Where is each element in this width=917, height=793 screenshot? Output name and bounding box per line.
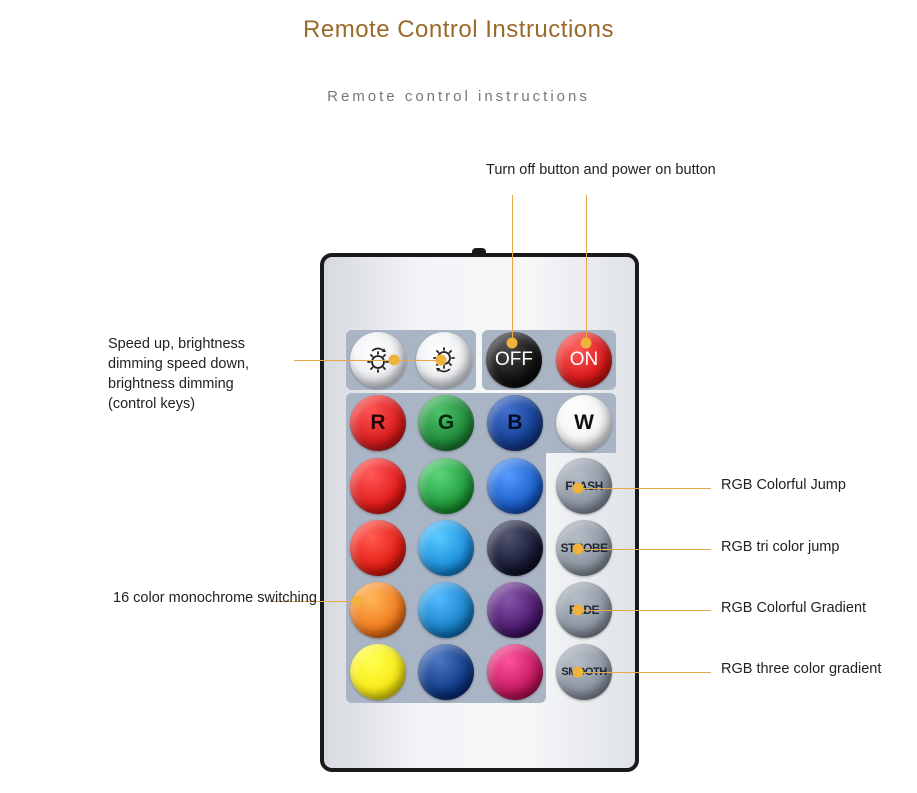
color-button-r2-c3[interactable] xyxy=(487,520,543,576)
callout-line-speed xyxy=(294,360,444,361)
page-subtitle: Remote control instructions xyxy=(327,88,590,105)
callout-line-flash xyxy=(578,488,711,489)
flash-button[interactable]: FLASH xyxy=(556,458,612,514)
callout-dot-off xyxy=(506,337,518,349)
color-button-r4-c2[interactable] xyxy=(418,644,474,700)
color-button-r2-c1[interactable] xyxy=(350,520,406,576)
color-button-r3-c1[interactable] xyxy=(350,582,406,638)
callout-line-off xyxy=(512,195,513,340)
color-button-r4-c3[interactable] xyxy=(487,644,543,700)
strobe-button[interactable]: STROBE xyxy=(556,520,612,576)
color-button-r2-c2[interactable] xyxy=(418,520,474,576)
color-button-r3-c2[interactable] xyxy=(418,582,474,638)
callout-dot-brightness-up xyxy=(388,354,400,366)
blue-button[interactable]: B xyxy=(487,395,543,451)
label-smooth: RGB three color gradient xyxy=(721,661,882,677)
sun-brightness-up-icon xyxy=(367,347,389,373)
page-title: Remote Control Instructions xyxy=(303,16,614,43)
label-fade: RGB Colorful Gradient xyxy=(721,600,867,616)
callout-dot-monochrome xyxy=(351,595,363,607)
callout-line-fade xyxy=(578,610,711,611)
white-button-label: W xyxy=(574,411,594,434)
color-button-r1-c2[interactable] xyxy=(418,458,474,514)
red-button-label: R xyxy=(370,411,386,434)
on-button-label: ON xyxy=(569,349,599,370)
sun-brightness-down-icon xyxy=(433,347,455,373)
green-button[interactable]: G xyxy=(418,395,474,451)
label-monochrome: 16 color monochrome switching xyxy=(113,590,317,606)
label-flash: RGB Colorful Jump xyxy=(721,477,846,493)
callout-dot-brightness-down xyxy=(435,354,447,366)
color-button-r1-c3[interactable] xyxy=(487,458,543,514)
callout-line-smooth xyxy=(578,672,711,673)
white-button[interactable]: W xyxy=(556,395,612,451)
color-button-r3-c3[interactable] xyxy=(487,582,543,638)
callout-dot-strobe xyxy=(572,543,584,555)
callout-line-on xyxy=(586,195,587,340)
label-power: Turn off button and power on button xyxy=(486,162,716,178)
strobe-button-label: STROBE xyxy=(560,541,608,555)
off-button-label: OFF xyxy=(495,349,533,370)
color-button-r4-c1[interactable] xyxy=(350,644,406,700)
flash-button-label: FLASH xyxy=(565,479,603,493)
label-strobe: RGB tri color jump xyxy=(721,539,840,555)
callout-dot-smooth xyxy=(572,666,584,678)
color-button-r1-c1[interactable] xyxy=(350,458,406,514)
callout-dot-fade xyxy=(572,604,584,616)
remote-ir-emitter xyxy=(472,248,486,256)
red-button[interactable]: R xyxy=(350,395,406,451)
callout-line-monochrome xyxy=(270,601,358,602)
green-button-label: G xyxy=(437,411,455,434)
blue-button-label: B xyxy=(507,411,523,434)
callout-dot-on xyxy=(580,337,592,349)
callout-dot-flash xyxy=(572,482,584,494)
callout-line-strobe xyxy=(578,549,711,550)
label-speed-brightness: Speed up, brightness dimming speed down,… xyxy=(108,336,250,412)
